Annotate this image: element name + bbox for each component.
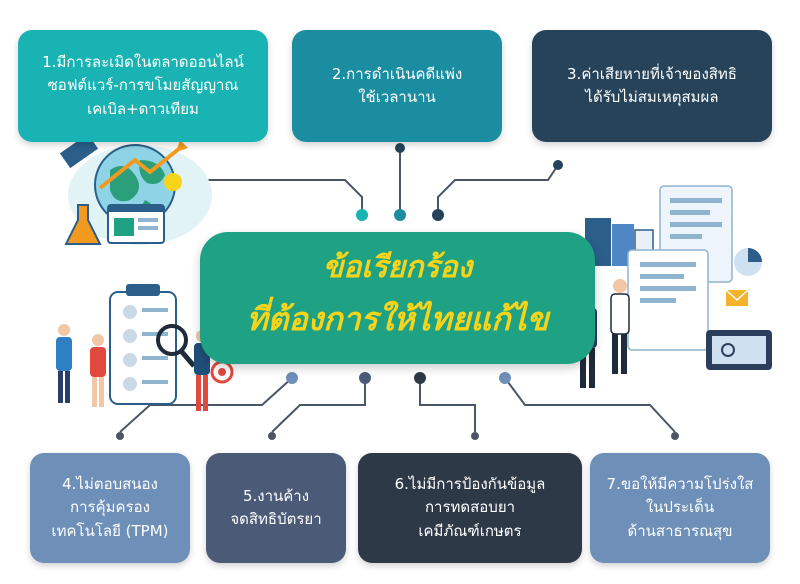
connector-dot (499, 372, 511, 384)
tablet-icon (706, 330, 772, 370)
item-box-1: 1.มีการละเมิดในตลาดออนไลน์ ซอฟต์แวร์-การ… (18, 30, 268, 142)
item-text: 5.งานค้าง จดสิทธิบัตรยา (230, 486, 322, 528)
person-icon (56, 324, 72, 403)
item-text: 4.ไม่ตอบสนอง การคุ้มครอง เทคโนโลยี (TPM) (51, 475, 169, 540)
connector-dot (395, 143, 405, 153)
item-box-6: 6.ไม่มีการป้องกันข้อมูล การทดสอบยา เคมีภ… (358, 453, 582, 563)
item-text: 2.การดำเนินคดีแพ่ง ใช้เวลานาน (331, 64, 463, 106)
connector-dot (356, 209, 368, 221)
browser-window-icon (107, 204, 165, 244)
item-box-7: 7.ขอให้มีความโปร่งใส ในประเด็น ด้านสาธาร… (590, 453, 770, 563)
businessman-icon (610, 279, 630, 374)
item-text: 3.ค่าเสียหายที่เจ้าของสิทธิ ได้รับไม่สมเ… (567, 64, 737, 106)
item-box-2: 2.การดำเนินคดีแพ่ง ใช้เวลานาน (292, 30, 502, 142)
connector-dot (671, 432, 679, 440)
connector-dot (432, 209, 444, 221)
lightbulb-icon (164, 173, 182, 191)
central-title-panel (200, 232, 595, 364)
connector-dot (553, 160, 563, 170)
connector-dot (394, 209, 406, 221)
item-box-4: 4.ไม่ตอบสนอง การคุ้มครอง เทคโนโลยี (TPM) (30, 453, 190, 563)
item-box-5: 5.งานค้าง จดสิทธิบัตรยา (206, 453, 346, 563)
arrow-up-icon (98, 146, 182, 190)
document-icon (627, 249, 709, 351)
connector-dot (471, 432, 479, 440)
connector-dot (116, 432, 124, 440)
item-text: 7.ขอให้มีความโปร่งใส ในประเด็น ด้านสาธาร… (606, 475, 754, 540)
envelope-icon (725, 289, 749, 306)
pie-chart-icon (734, 248, 762, 276)
connector-dot (359, 372, 371, 384)
flask-icon (64, 204, 102, 245)
item-text: 6.ไม่มีการป้องกันข้อมูล การทดสอบยา เคมีภ… (394, 475, 546, 540)
magnifier-icon (156, 324, 196, 368)
connector-dot (268, 432, 276, 440)
connector-dot (286, 372, 298, 384)
central-title-line-2: ที่ต้องการให้ไทยแก้ไข (246, 300, 549, 338)
connector-dot (414, 372, 426, 384)
clipboard-icon (109, 284, 177, 405)
person-icon (90, 334, 106, 407)
item-box-3: 3.ค่าเสียหายที่เจ้าของสิทธิ ได้รับไม่สมเ… (532, 30, 772, 142)
item-text: 1.มีการละเมิดในตลาดออนไลน์ ซอฟต์แวร์-การ… (42, 53, 244, 118)
central-title-line-1: ข้อเรียกร้อง (322, 250, 473, 285)
